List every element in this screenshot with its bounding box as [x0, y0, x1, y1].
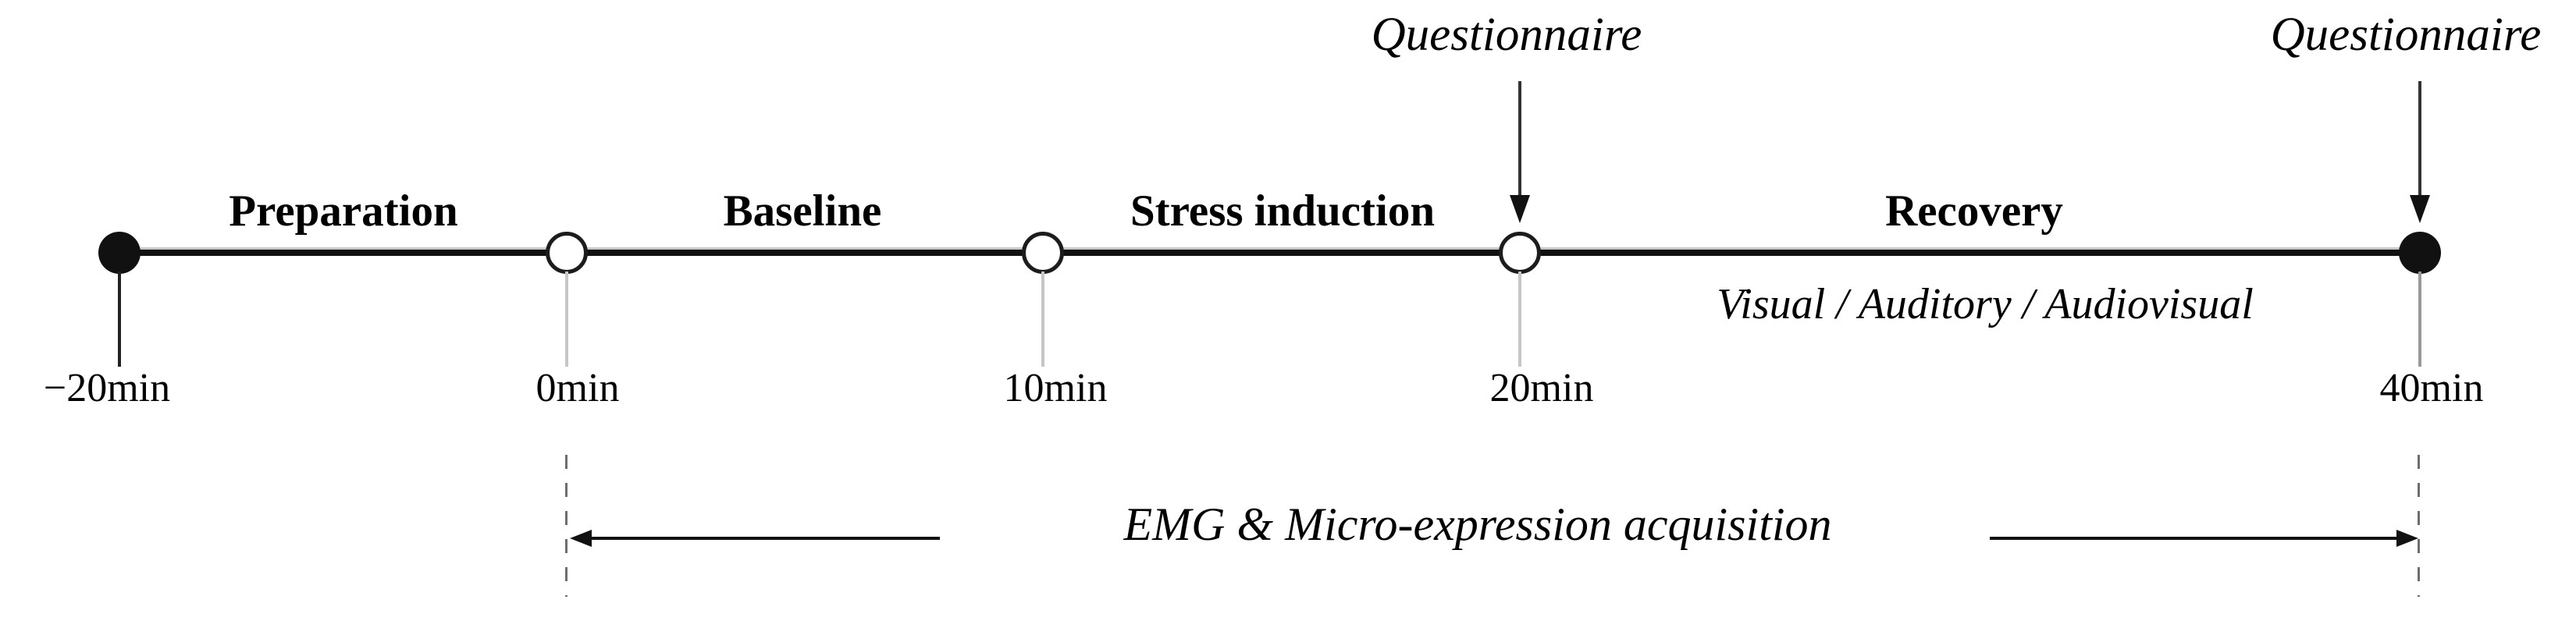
- acquisition-label: EMG & Micro-expression acquisition: [1123, 499, 1832, 550]
- tick-0min: [565, 271, 568, 367]
- node-marker-10min: [1022, 232, 1064, 274]
- questionnaire-arrow-40min: [2418, 81, 2421, 197]
- phase-label-baseline: Baseline: [723, 186, 882, 236]
- phase-label-stress-induction: Stress induction: [1130, 186, 1436, 236]
- recovery-modality-sublabel: Visual / Auditory / Audiovisual: [1717, 280, 2254, 328]
- time-label-10min: 10min: [1003, 366, 1108, 410]
- questionnaire-arrowhead-icon-40min: [2410, 195, 2430, 223]
- node-marker-40min: [2399, 232, 2441, 274]
- time-label-minus20min: −20min: [43, 366, 171, 410]
- questionnaire-label-40min: Questionnaire: [2270, 9, 2542, 61]
- acquisition-arrowhead-left-icon: [570, 530, 592, 547]
- acquisition-arrowhead-right-icon: [2396, 530, 2418, 547]
- acquisition-arrow-right-segment: [1990, 537, 2396, 540]
- time-label-0min: 0min: [535, 366, 620, 410]
- phase-label-recovery: Recovery: [1885, 186, 2063, 236]
- dashed-boundary-40min: [2418, 455, 2420, 597]
- acquisition-arrow-left-segment: [587, 537, 940, 540]
- phase-label-preparation: Preparation: [229, 186, 458, 236]
- questionnaire-label-20min: Questionnaire: [1371, 9, 1642, 61]
- tick-20min: [1518, 271, 1521, 367]
- tick-minus20min: [118, 271, 121, 367]
- questionnaire-arrow-20min: [1518, 81, 1521, 197]
- time-label-20min: 20min: [1489, 366, 1594, 410]
- timeline-axis: [119, 247, 2420, 256]
- node-marker-minus20min: [98, 232, 141, 274]
- time-label-40min: 40min: [2379, 366, 2484, 410]
- dashed-boundary-0min: [565, 455, 568, 597]
- node-marker-0min: [546, 232, 588, 274]
- node-marker-20min: [1499, 232, 1541, 274]
- tick-40min: [2418, 271, 2421, 367]
- tick-10min: [1041, 271, 1044, 367]
- questionnaire-arrowhead-icon-20min: [1510, 195, 1530, 223]
